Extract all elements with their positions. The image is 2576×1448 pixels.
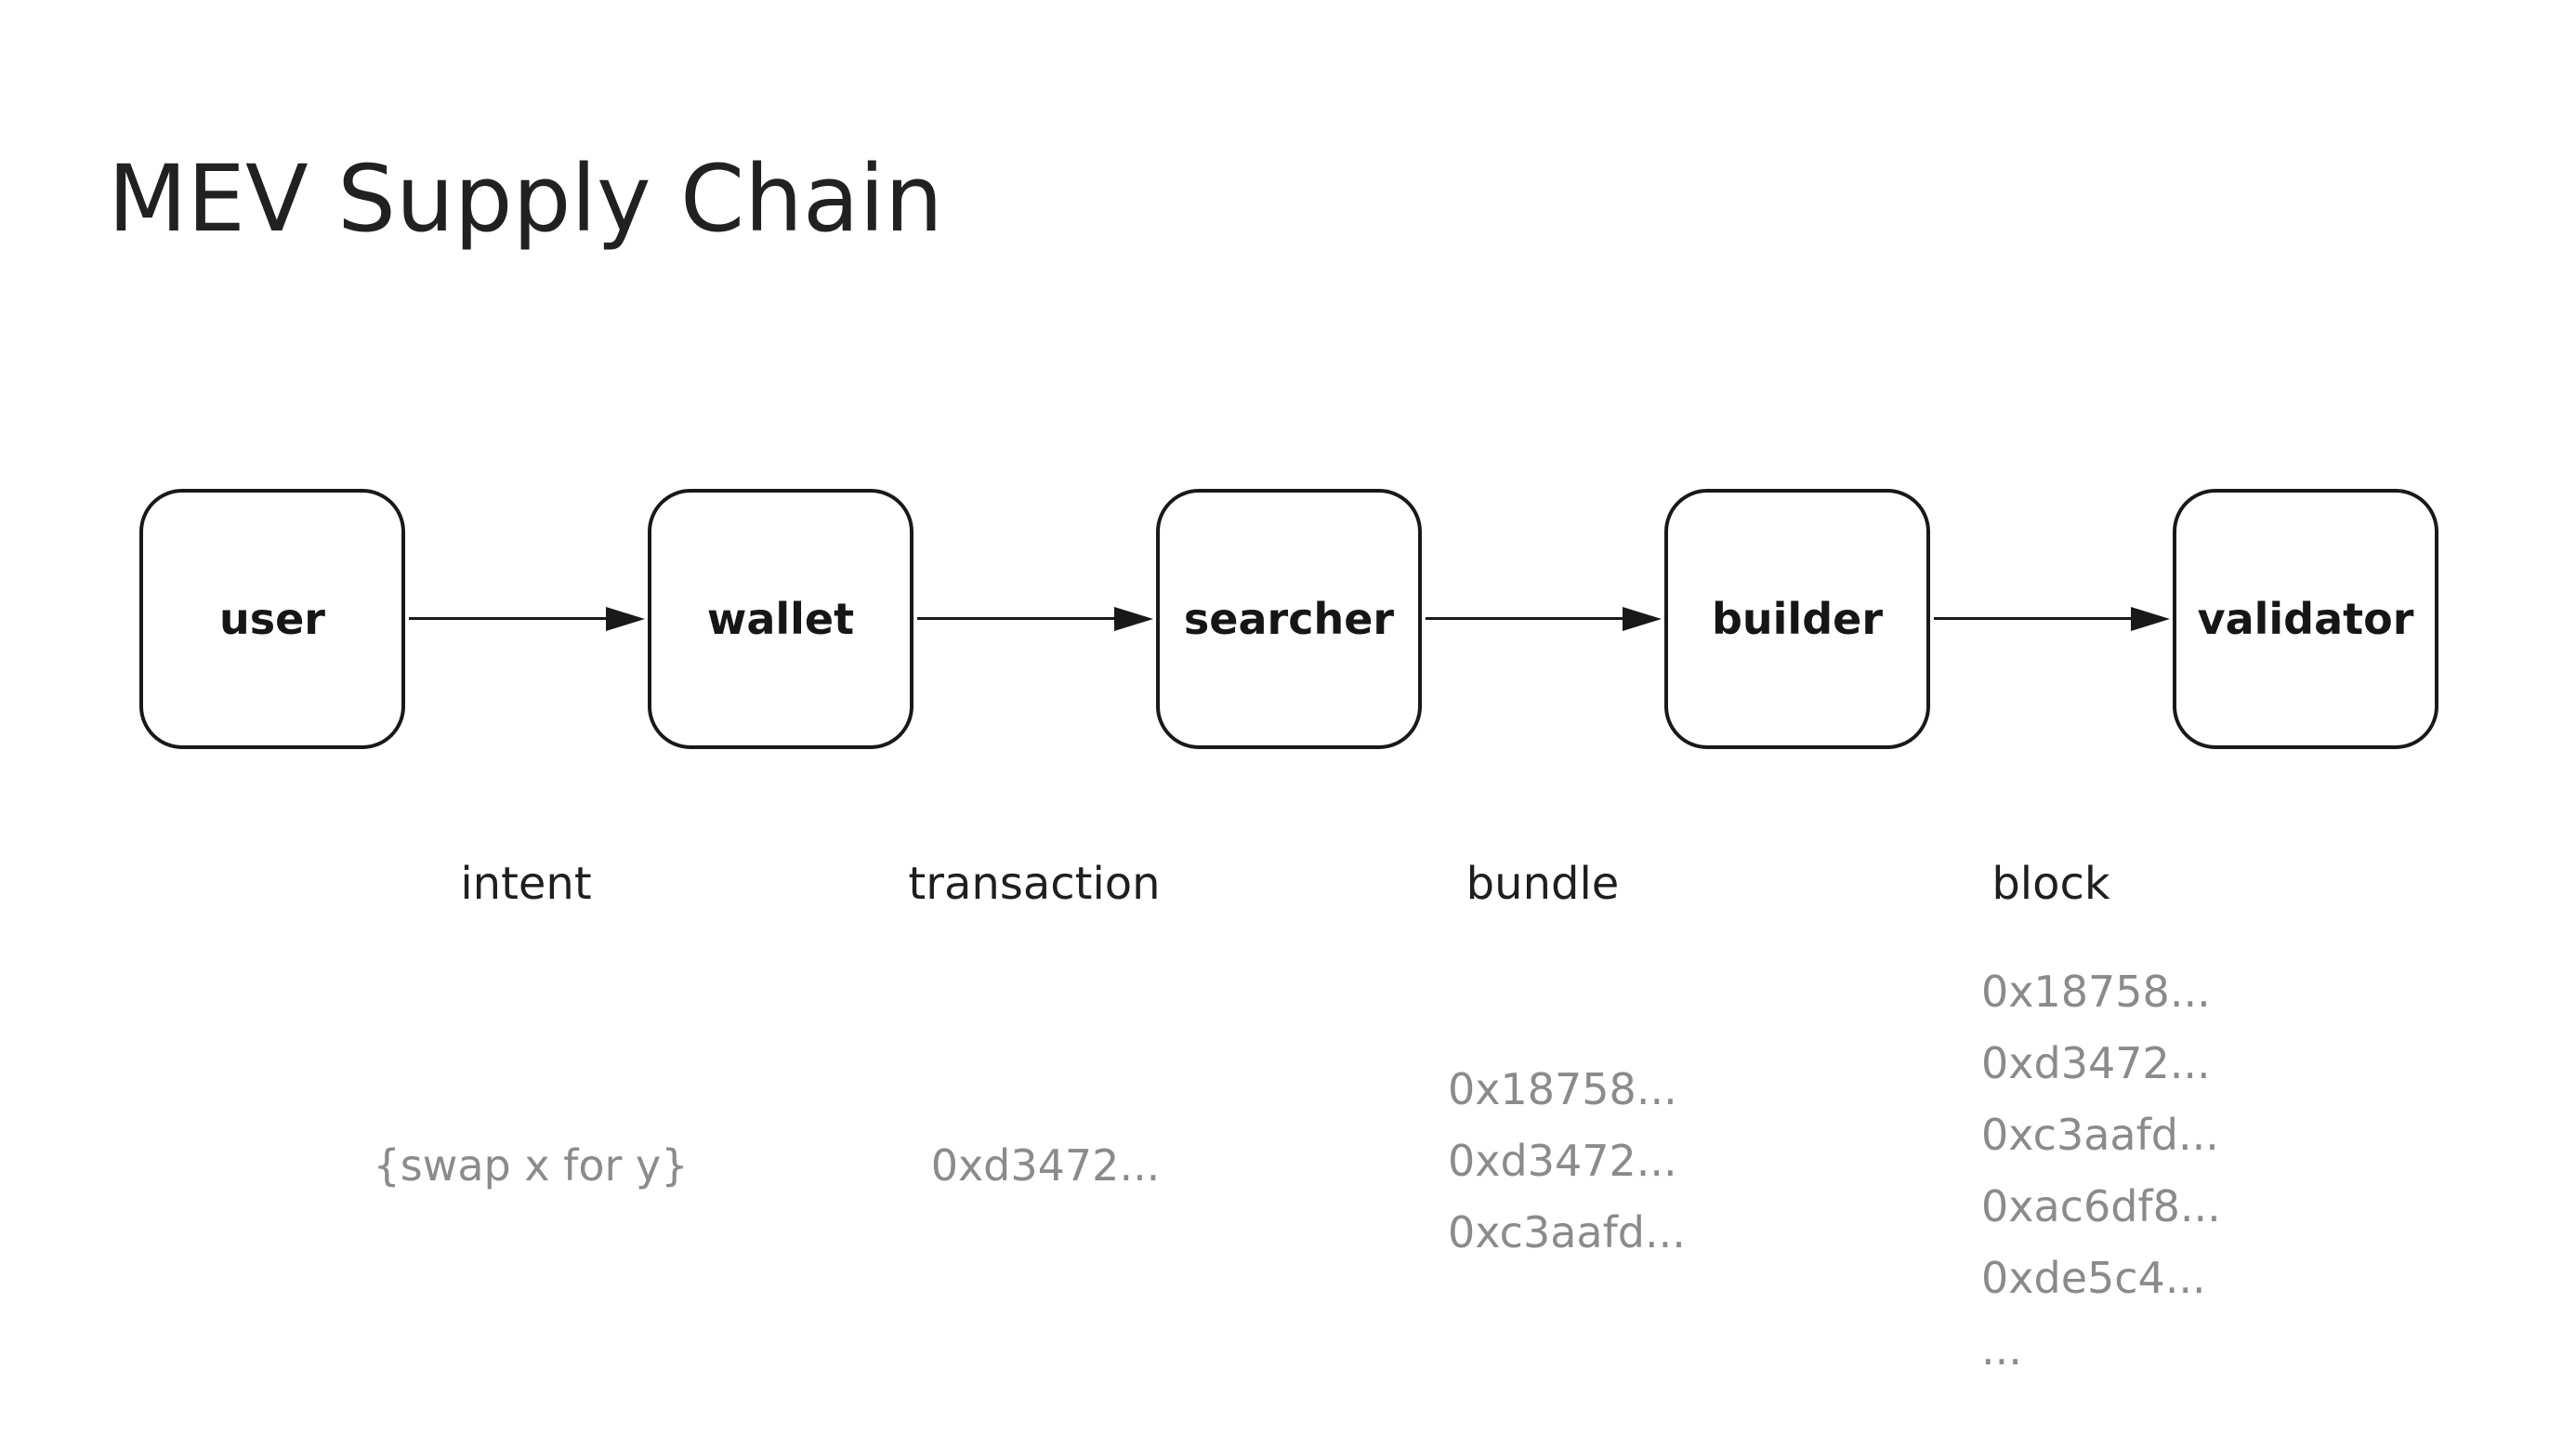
node-builder-label: builder bbox=[1711, 594, 1884, 644]
node-wallet-label: wallet bbox=[706, 594, 855, 644]
arrow-searcher-builder bbox=[1426, 607, 1662, 631]
arrow-line bbox=[1934, 617, 2135, 620]
arrow-line bbox=[409, 617, 610, 620]
arrow-line bbox=[917, 617, 1118, 620]
arrow-wallet-searcher bbox=[917, 607, 1153, 631]
node-user-label: user bbox=[218, 594, 325, 644]
edge-label-block: block bbox=[1991, 858, 2110, 910]
arrow-line bbox=[1426, 617, 1626, 620]
payload-line: 0xd3472... bbox=[1448, 1136, 1677, 1186]
payload-intent: {swap x for y} bbox=[373, 1130, 688, 1202]
arrowhead-icon bbox=[1114, 607, 1153, 631]
edge-label-transaction: transaction bbox=[908, 858, 1161, 910]
edge-label-bundle: bundle bbox=[1465, 858, 1620, 910]
payload-line: {swap x for y} bbox=[373, 1140, 689, 1191]
edge-label-intent: intent bbox=[460, 858, 592, 910]
node-wallet: wallet bbox=[648, 489, 913, 749]
diagram-title: MEV Supply Chain bbox=[108, 146, 943, 253]
node-validator: validator bbox=[2173, 489, 2438, 749]
payload-line: 0xc3aafd... bbox=[1981, 1110, 2219, 1160]
payload-line: 0xd3472... bbox=[930, 1140, 1161, 1191]
payload-line: 0xd3472... bbox=[1981, 1038, 2211, 1088]
payload-transaction: 0xd3472... bbox=[931, 1130, 1161, 1202]
arrow-user-wallet bbox=[409, 607, 645, 631]
arrowhead-icon bbox=[2131, 607, 2170, 631]
node-validator-label: validator bbox=[2197, 594, 2414, 644]
payload-line: 0x18758... bbox=[1448, 1064, 1677, 1114]
node-searcher-label: searcher bbox=[1183, 594, 1395, 644]
payload-line: ... bbox=[1981, 1324, 2022, 1375]
payload-line: 0xac6df8... bbox=[1981, 1181, 2221, 1231]
node-searcher: searcher bbox=[1156, 489, 1422, 749]
node-user: user bbox=[139, 489, 405, 749]
arrowhead-icon bbox=[606, 607, 645, 631]
payload-line: 0x18758... bbox=[1981, 967, 2211, 1017]
arrow-builder-validator bbox=[1934, 607, 2170, 631]
payload-line: 0xc3aafd... bbox=[1448, 1207, 1686, 1257]
arrowhead-icon bbox=[1623, 607, 1662, 631]
node-builder: builder bbox=[1664, 489, 1930, 749]
payload-block: 0x18758... 0xd3472... 0xc3aafd... 0xac6d… bbox=[1981, 956, 2221, 1386]
payload-bundle: 0x18758... 0xd3472... 0xc3aafd... bbox=[1448, 1054, 1686, 1269]
payload-line: 0xde5c4... bbox=[1981, 1253, 2206, 1303]
